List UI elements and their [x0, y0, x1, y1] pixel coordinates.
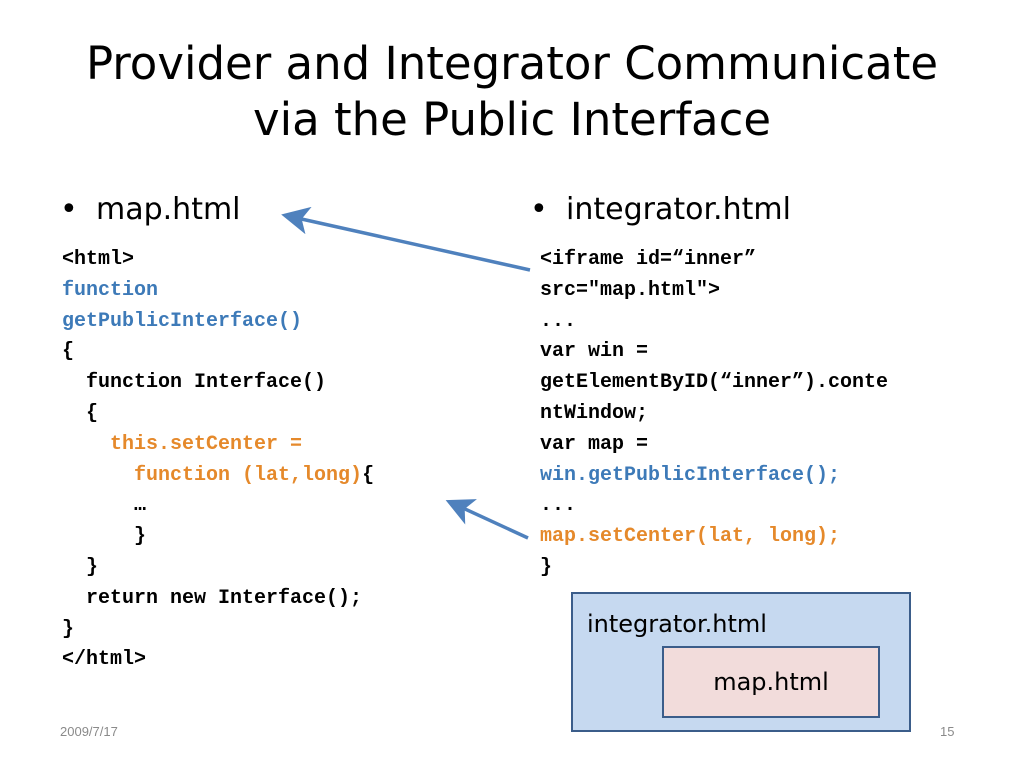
footer-date: 2009/7/17 [60, 724, 118, 739]
code-token: return new Interface(); [62, 586, 363, 610]
code-token: getElementByID(“inner”).conte [540, 371, 889, 395]
code_left-line: function [62, 276, 374, 307]
code_left-line: { [62, 337, 374, 368]
code_right-line: <iframe id=“inner” [540, 245, 888, 276]
code_right-line: ntWindow; [540, 399, 888, 430]
code_right-line: getElementByID(“inner”).conte [540, 368, 888, 399]
code-token: … [62, 494, 147, 518]
code-token: getPublicInterface() [62, 309, 303, 333]
code_left-line: function Interface() [62, 368, 374, 399]
code-token: } [540, 555, 553, 579]
code_left-line: function (lat,long){ [62, 461, 374, 492]
code-token: function [62, 278, 159, 302]
code-token: <iframe id=“inner” [540, 248, 757, 271]
footer-page-number: 15 [940, 724, 955, 739]
code-token: this.setCenter = [62, 432, 303, 456]
bullet-map-html: • map.html [60, 192, 241, 228]
code_left-line: <html> [62, 245, 374, 276]
bullet-left-label: map.html [96, 192, 241, 227]
code_right-line: var win = [540, 337, 888, 368]
bullet-right-label: integrator.html [566, 192, 791, 227]
bullet-dot-icon: • [530, 192, 548, 227]
code-token: var win = [540, 340, 649, 364]
bullet-dot-icon: • [60, 192, 78, 227]
title-line-2: via the Public Interface [252, 93, 772, 146]
code-token: </html> [62, 648, 147, 672]
bullet-integrator-html: • integrator.html [530, 192, 791, 228]
code-token: ... [540, 494, 577, 518]
code-token: src="map.html"> [540, 278, 721, 302]
integrator-html-box: integrator.html map.html [571, 592, 911, 732]
code_left-line: { [62, 399, 374, 430]
code_left-line: </html> [62, 645, 374, 676]
code-block-map-html: <html> function getPublicInterface() { func… [62, 245, 374, 676]
code-token: ntWindow; [540, 401, 649, 425]
map-html-box: map.html [662, 646, 880, 718]
code_right-line: var map = [540, 430, 888, 461]
code_left-line: … [62, 491, 374, 522]
arrow-setcenter-call-to-definition [445, 499, 529, 540]
code-token: } [62, 617, 75, 641]
slide-title: Provider and Integrator Communicate via … [40, 36, 984, 148]
code-token: <html> [62, 248, 135, 271]
code_left-line: return new Interface(); [62, 584, 374, 615]
code_left-line: this.setCenter = [62, 430, 374, 461]
title-line-1: Provider and Integrator Communicate [85, 37, 939, 90]
code-token: var map = [540, 432, 649, 456]
code-token: function (lat,long) [62, 463, 363, 487]
code_right-line: ... [540, 491, 888, 522]
code_right-line: map.setCenter(lat, long); [540, 522, 888, 553]
code-token: } [62, 525, 147, 549]
code_left-line: } [62, 553, 374, 584]
code-token: ... [540, 309, 577, 333]
code-token: win.getPublicInterface(); [540, 463, 841, 487]
code-token: function Interface() [62, 371, 327, 395]
code-token: map.setCenter(lat, long); [540, 525, 841, 549]
code_left-line: } [62, 615, 374, 646]
code-token: { [62, 340, 75, 364]
code-block-integrator-html: <iframe id=“inner” src="map.html">... var … [540, 245, 888, 584]
code_right-line: ... [540, 307, 888, 338]
code_left-line: getPublicInterface() [62, 307, 374, 338]
integrator-html-box-label: integrator.html [587, 610, 767, 638]
code_right-line: win.getPublicInterface(); [540, 461, 888, 492]
code_right-line: } [540, 553, 888, 584]
code_left-line: } [62, 522, 374, 553]
code-token: { [362, 463, 375, 487]
code-token: } [62, 555, 99, 579]
code_right-line: src="map.html"> [540, 276, 888, 307]
map-html-box-label: map.html [713, 668, 829, 696]
code-token: { [62, 401, 99, 425]
